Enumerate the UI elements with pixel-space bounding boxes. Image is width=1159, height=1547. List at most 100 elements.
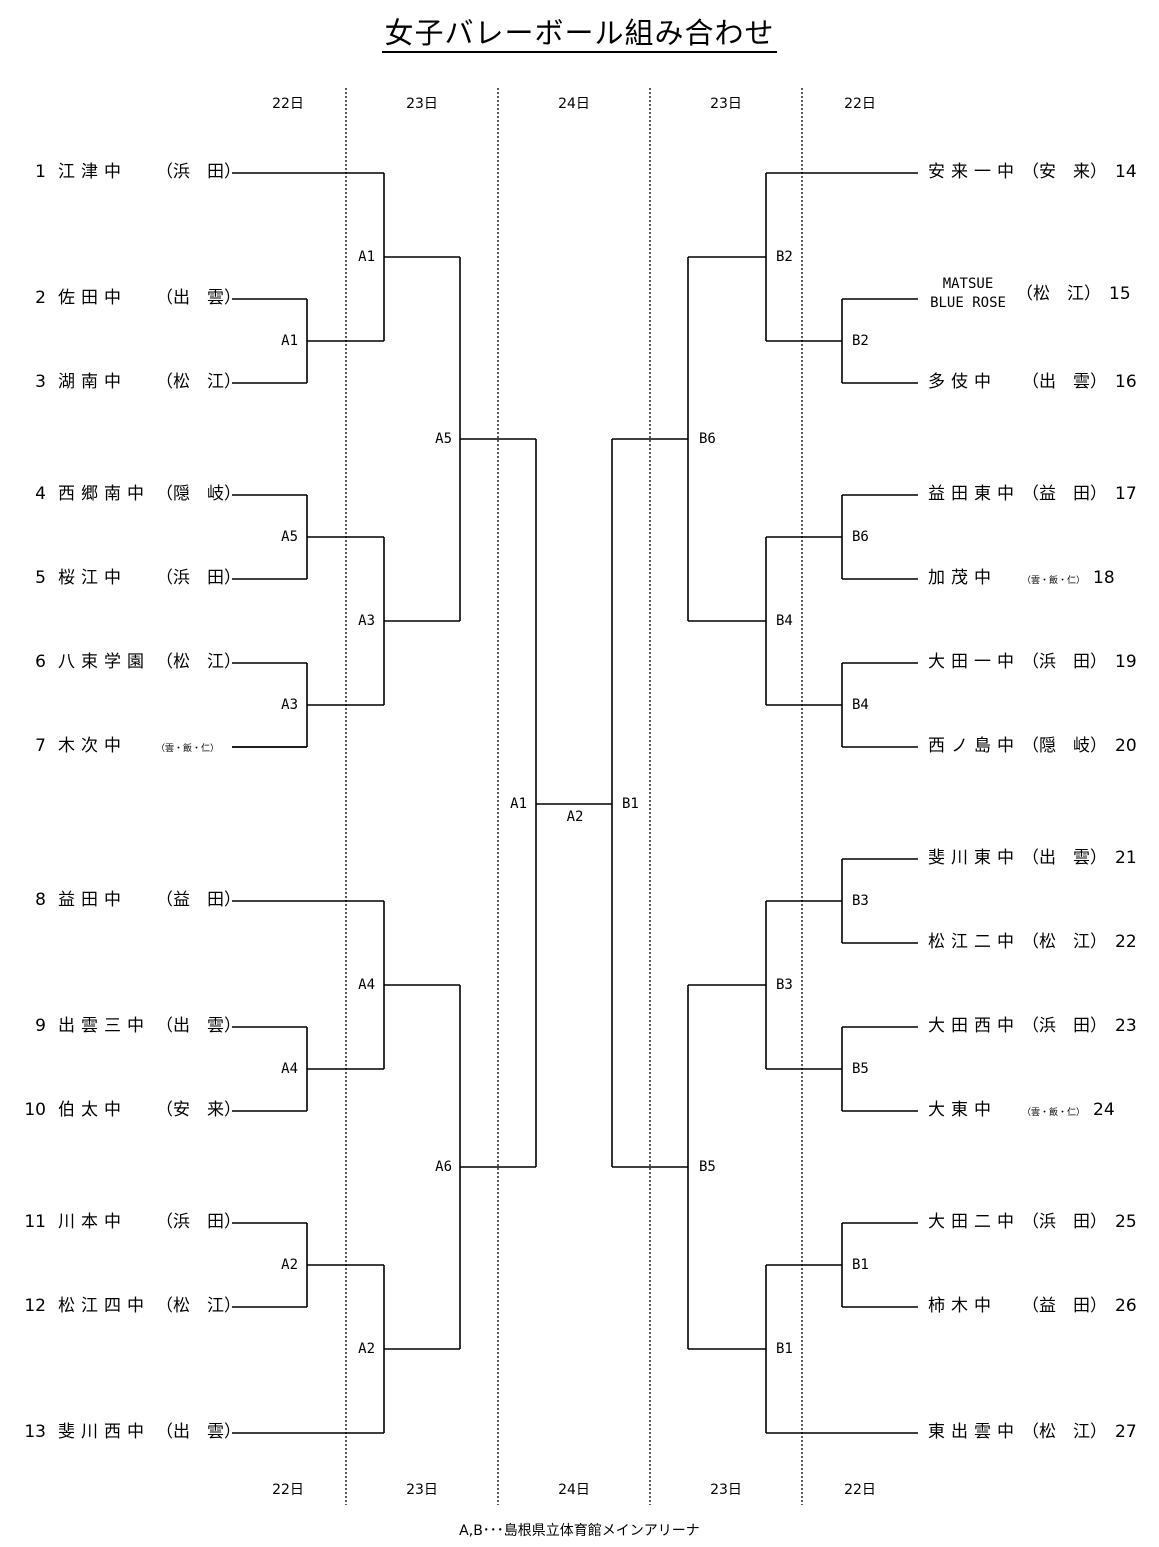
team-name: 木次中 <box>58 736 127 756</box>
match-label: B2 <box>776 249 793 265</box>
team-seed-number: 20 <box>1115 736 1137 756</box>
team-name: 湖南中 <box>58 372 127 392</box>
team-name-line2: BLUE ROSE <box>930 295 1006 311</box>
day-header-bottom: 23日 <box>710 1482 742 1498</box>
team-seed-number: 14 <box>1115 162 1137 182</box>
right-team-entry: 加茂中（雲・飯・仁）18 <box>928 568 1117 591</box>
team-name: 大田二中 <box>928 1212 1020 1232</box>
right-team-entry: 安来一中（安 来） 14 <box>928 162 1139 182</box>
team-seed-number: 27 <box>1115 1422 1137 1442</box>
team-seed-number: 18 <box>1093 568 1115 588</box>
team-region: （浜 田） <box>156 568 241 588</box>
team-region: （松 江） <box>156 1296 241 1316</box>
right-team-entry: 斐川東中（出 雲）21 <box>928 848 1139 868</box>
team-seed-number: 8 <box>35 890 46 910</box>
match-label: B3 <box>852 893 869 909</box>
final-match-label: A2 <box>566 809 584 825</box>
venue-note: A,B･･･島根県立体育館メインアリーナ <box>459 1523 700 1539</box>
match-label: A4 <box>358 977 375 993</box>
team-seed-number: 12 <box>24 1296 46 1316</box>
team-name: 西郷南中 <box>58 484 150 504</box>
team-seed-number: 6 <box>35 652 46 672</box>
match-label: A1 <box>281 333 298 349</box>
team-region: （松 江） <box>156 652 241 672</box>
match-label: A2 <box>281 1257 298 1273</box>
match-label: A1 <box>358 249 375 265</box>
team-seed-number: 2 <box>35 288 46 308</box>
match-label: B6 <box>699 431 716 447</box>
team-seed-number: 24 <box>1093 1100 1115 1120</box>
team-name: 斐川東中 <box>928 848 1020 868</box>
team-seed-number: 15 <box>1109 284 1131 304</box>
match-label: A3 <box>281 697 298 713</box>
day-header-bottom: 22日 <box>844 1482 876 1498</box>
right-team-entry: 柿木中（益 田）26 <box>928 1296 1139 1316</box>
team-region: （出 雲） <box>156 288 241 308</box>
team-region: （益 田） <box>156 890 241 910</box>
right-team-entry: 東出雲中（松 江）27 <box>928 1422 1139 1442</box>
right-team-entry: 西ノ島中（隠 岐） 20 <box>928 736 1139 756</box>
team-name: 川本中 <box>58 1212 127 1232</box>
team-region: （浜 田） <box>1022 652 1107 672</box>
team-seed-number: 4 <box>35 484 46 504</box>
team-name: 斐川西中 <box>58 1422 150 1442</box>
team-region: （松 江） <box>156 372 241 392</box>
team-name: 伯太中 <box>58 1100 127 1120</box>
team-region: （安 来） <box>156 1100 241 1120</box>
day-header-bottom: 22日 <box>272 1482 304 1498</box>
team-region: （出 雲） <box>156 1422 241 1442</box>
team-seed-number: 9 <box>35 1016 46 1036</box>
team-name: 松江四中 <box>58 1296 150 1316</box>
team-region: （出 雲） <box>156 1016 241 1036</box>
day-header-bottom: 24日 <box>558 1482 590 1498</box>
left-team-entry: 1 江津中 （浜 田） <box>22 162 241 182</box>
day-header-top: 23日 <box>710 96 742 112</box>
team-region: （雲・飯・仁） <box>156 744 220 754</box>
right-team-entry: 大東中（雲・飯・仁）24 <box>928 1100 1117 1123</box>
right-team-entry: 益田東中（益 田）17 <box>928 484 1139 504</box>
page-title: 女子バレーボール組み合わせ <box>0 10 1159 53</box>
match-label: A6 <box>435 1159 452 1175</box>
team-seed-number: 3 <box>35 372 46 392</box>
day-header-bottom: 23日 <box>406 1482 438 1498</box>
team-seed-number: 16 <box>1115 372 1137 392</box>
match-label: A5 <box>281 529 298 545</box>
team-name: 大田西中 <box>928 1016 1020 1036</box>
match-label: A1 <box>510 796 527 812</box>
team-name: 江津中 <box>58 162 127 182</box>
match-label: B6 <box>852 529 869 545</box>
match-label: B1 <box>776 1341 793 1357</box>
match-label: B5 <box>699 1159 716 1175</box>
team-name: 西ノ島中 <box>928 736 1020 756</box>
team-seed-number: 1 <box>35 162 46 182</box>
left-team-entry: 4 西郷南中 （隠 岐） <box>22 484 241 504</box>
team-seed-number: 17 <box>1115 484 1137 504</box>
right-team-entry: 松江二中（松 江）22 <box>928 932 1139 952</box>
match-label: B3 <box>776 977 793 993</box>
team-region: （益 田） <box>1022 484 1107 504</box>
team-region: （雲・飯・仁） <box>1022 1108 1086 1118</box>
team-region: （浜 田） <box>156 162 241 182</box>
team-name: 安来一中 <box>928 162 1020 182</box>
team-seed-number: 13 <box>24 1422 46 1442</box>
team-seed-number: 22 <box>1115 932 1137 952</box>
match-label: A3 <box>358 613 375 629</box>
team-region: （隠 岐） <box>156 484 241 504</box>
team-region: （安 来） <box>1022 162 1107 182</box>
day-header-top: 24日 <box>558 96 590 112</box>
team-region: （隠 岐） <box>1022 736 1107 756</box>
match-label: A5 <box>435 431 452 447</box>
right-team-entry: 大田一中（浜 田）19 <box>928 652 1139 672</box>
match-label: B4 <box>776 613 793 629</box>
team-region: （益 田） <box>1022 1296 1107 1316</box>
team-name: 松江二中 <box>928 932 1020 952</box>
team-seed-number: 19 <box>1115 652 1137 672</box>
